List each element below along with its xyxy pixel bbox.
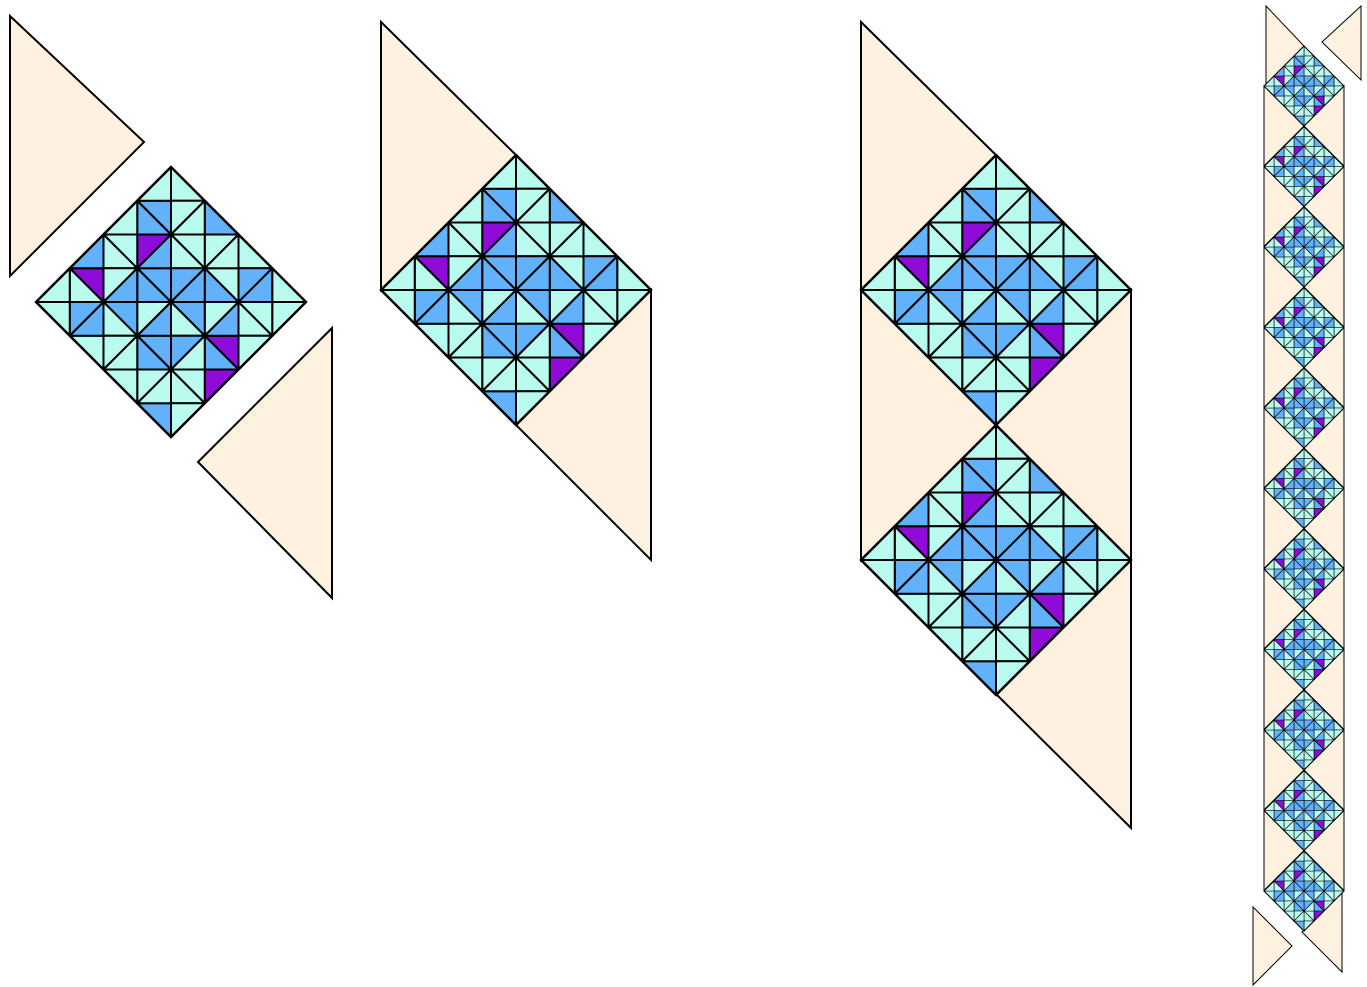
quilt-assembly-diagram <box>0 0 1367 987</box>
background <box>0 0 1367 987</box>
